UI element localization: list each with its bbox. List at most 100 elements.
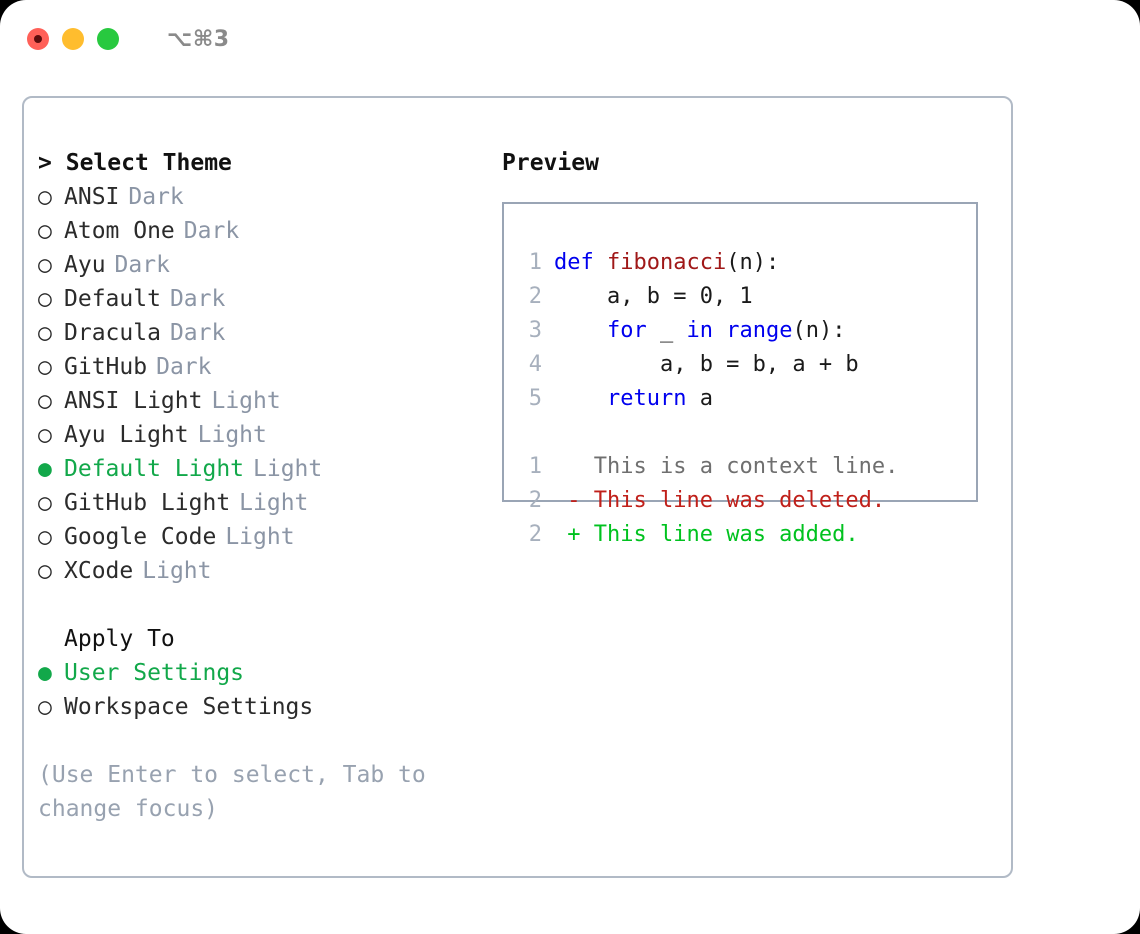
- code-line: 3 for _ in range(n):: [516, 314, 968, 348]
- theme-option-kind: Light: [211, 388, 281, 414]
- diff-marker-added: +: [554, 522, 594, 547]
- code-line-text: return a: [554, 382, 713, 416]
- theme-option-label: Default Light: [64, 456, 245, 482]
- diff-line-deleted: 2 - This line was deleted.: [516, 484, 968, 518]
- diff-line-context: 1 This is a context line.: [516, 450, 968, 484]
- radio-unselected-icon: ○: [38, 184, 52, 210]
- code-line: 5 return a: [516, 382, 968, 416]
- apply-to-heading: Apply To: [64, 626, 175, 652]
- theme-option-kind: Light: [239, 490, 309, 516]
- radio-unselected-icon: ○: [38, 694, 52, 720]
- code-token-plain: a, b = b, a + b: [554, 352, 859, 377]
- zoom-button[interactable]: [97, 28, 119, 50]
- theme-option-ansi[interactable]: ○ ANSI Dark: [38, 180, 478, 214]
- theme-option-default-light[interactable]: ● Default Light Light: [38, 452, 478, 486]
- diff-line-number: 1: [528, 454, 542, 479]
- radio-unselected-icon: ○: [38, 558, 52, 584]
- theme-option-github-light[interactable]: ○ GitHub Light Light: [38, 486, 478, 520]
- keyboard-hint-text: (Use Enter to select, Tab to change focu…: [38, 762, 426, 822]
- theme-option-dracula[interactable]: ○ Dracula Dark: [38, 316, 478, 350]
- theme-option-label: ANSI Light: [64, 388, 203, 414]
- diff-marker-context: [554, 450, 594, 484]
- code-token-plain: [554, 318, 607, 343]
- diff-line-text: This line was deleted.: [593, 488, 886, 513]
- theme-option-kind: Dark: [183, 218, 240, 244]
- code-line-text: a, b = b, a + b: [554, 348, 859, 382]
- diff-line-number: 2: [528, 522, 542, 547]
- close-button[interactable]: [27, 28, 49, 50]
- theme-option-label: Atom One: [64, 218, 175, 244]
- radio-unselected-icon: ○: [38, 286, 52, 312]
- minimize-button[interactable]: [62, 28, 84, 50]
- apply-to-option-label: User Settings: [64, 660, 245, 686]
- radio-unselected-icon: ○: [38, 218, 52, 244]
- apply-to-list: ●User Settings○Workspace Settings: [38, 656, 478, 724]
- spacer: [38, 588, 478, 622]
- theme-option-kind: Light: [225, 524, 295, 550]
- theme-option-label: GitHub: [64, 354, 148, 380]
- theme-option-ayu[interactable]: ○ Ayu Dark: [38, 248, 478, 282]
- code-token-function: fibonacci: [606, 250, 727, 275]
- theme-option-label: Google Code: [64, 524, 217, 550]
- diff-line-text: This is a context line.: [593, 454, 899, 479]
- code-token-plain: (n):: [792, 318, 846, 343]
- radio-unselected-icon: ○: [38, 524, 52, 550]
- code-line-text: for _ in range(n):: [554, 314, 845, 348]
- theme-option-label: Dracula: [64, 320, 161, 346]
- theme-option-kind: Dark: [114, 252, 170, 278]
- theme-option-xcode[interactable]: ○ XCode Light: [38, 554, 478, 588]
- theme-option-ansi-light[interactable]: ○ ANSI Light Light: [38, 384, 478, 418]
- radio-unselected-icon: ○: [38, 354, 52, 380]
- code-token-plain: _: [646, 318, 687, 343]
- theme-option-atom-one[interactable]: ○ Atom One Dark: [38, 214, 478, 248]
- code-line: 4 a, b = b, a + b: [516, 348, 968, 382]
- apply-to-option-user-settings[interactable]: ●User Settings: [38, 656, 478, 690]
- theme-option-kind: Dark: [128, 184, 184, 210]
- diff-marker-deleted: -: [554, 488, 594, 513]
- spacer: [516, 416, 968, 450]
- theme-option-kind: Dark: [156, 354, 212, 380]
- code-token-keyword: def: [554, 250, 607, 275]
- recording-dot-icon: [34, 35, 42, 43]
- code-token-keyword: for: [606, 318, 647, 343]
- preview-title: Preview: [502, 150, 599, 176]
- theme-option-github[interactable]: ○ GitHub Dark: [38, 350, 478, 384]
- theme-option-label: Ayu: [64, 252, 106, 278]
- keyboard-shortcut-label: ⌥⌘3: [167, 26, 230, 52]
- code-token-plain: [554, 386, 607, 411]
- radio-unselected-icon: ○: [38, 320, 52, 346]
- select-theme-heading-text: Select Theme: [65, 150, 232, 176]
- diff-line-text: This line was added.: [593, 522, 859, 547]
- radio-selected-icon: ●: [38, 456, 52, 482]
- diff-line-number: 2: [528, 488, 542, 513]
- code-line-number: 1: [528, 250, 542, 275]
- radio-unselected-icon: ○: [38, 252, 52, 278]
- theme-option-kind: Dark: [169, 320, 226, 346]
- theme-option-label: ANSI: [64, 184, 120, 210]
- select-theme-heading: > Select Theme: [38, 146, 478, 180]
- code-token-plain: (n):: [726, 250, 780, 275]
- theme-option-kind: Light: [253, 456, 323, 482]
- theme-option-kind: Light: [142, 558, 212, 584]
- radio-unselected-icon: ○: [38, 422, 52, 448]
- radio-unselected-icon: ○: [38, 490, 52, 516]
- theme-option-label: GitHub Light: [64, 490, 231, 516]
- theme-option-label: Ayu Light: [64, 422, 189, 448]
- theme-option-label: Default: [64, 286, 161, 312]
- code-line-text: a, b = 0, 1: [554, 280, 753, 314]
- code-line-number: 2: [528, 284, 542, 309]
- code-token-plain: a, b = 0, 1: [554, 284, 753, 309]
- theme-option-kind: Light: [197, 422, 267, 448]
- theme-option-label: XCode: [64, 558, 134, 584]
- theme-option-google-code[interactable]: ○ Google Code Light: [38, 520, 478, 554]
- theme-option-ayu-light[interactable]: ○ Ayu Light Light: [38, 418, 478, 452]
- radio-unselected-icon: ○: [38, 388, 52, 414]
- code-token-plain: a: [686, 386, 713, 411]
- apply-to-option-workspace-settings[interactable]: ○Workspace Settings: [38, 690, 478, 724]
